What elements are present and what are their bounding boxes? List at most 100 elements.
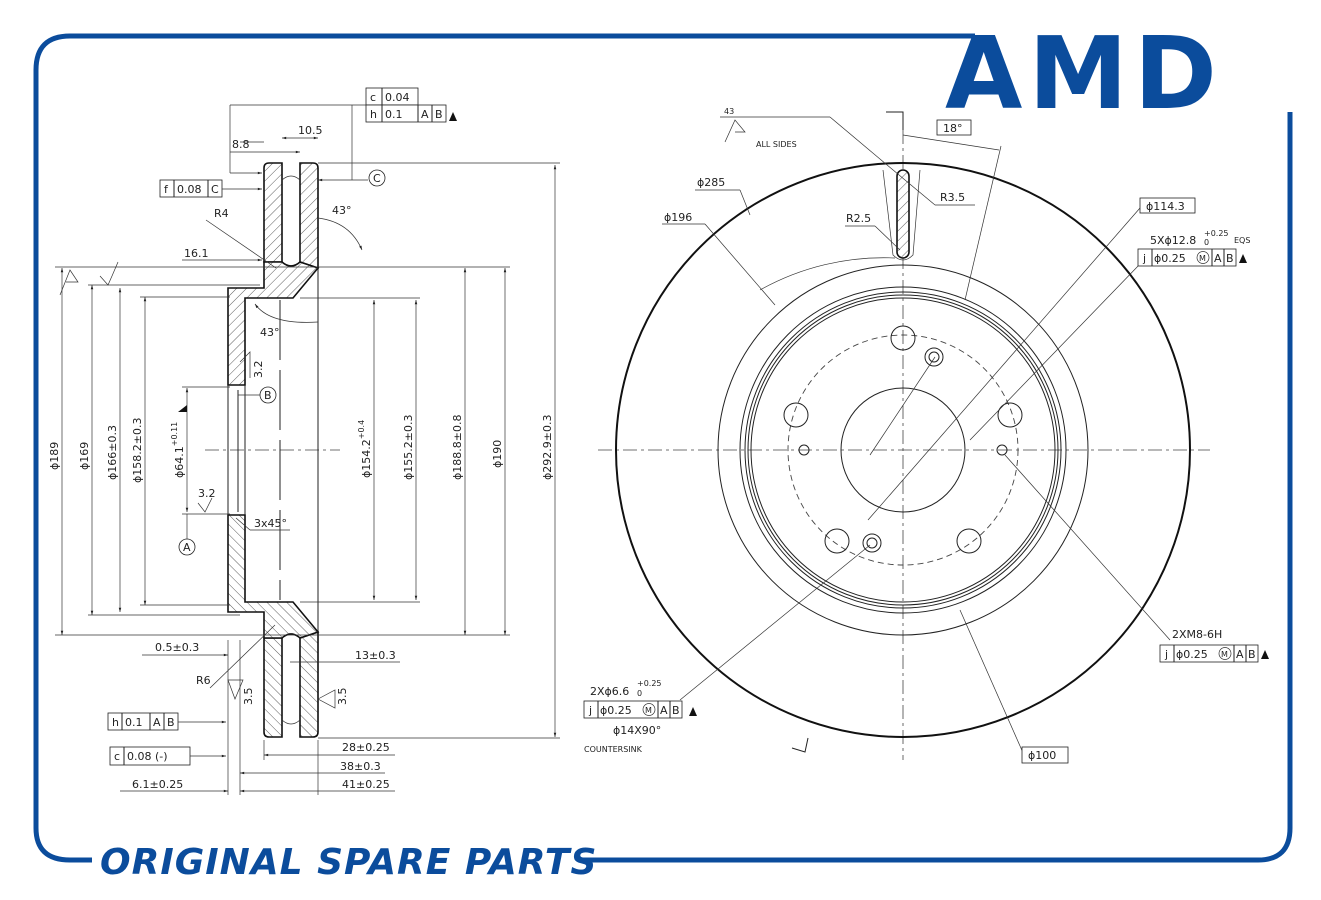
eqs-note: EQS (1234, 236, 1250, 245)
holes5-label: 5Xϕ12.8 (1150, 234, 1196, 247)
dim-r2-5: R2.5 (846, 212, 871, 225)
dim-13: 13±0.3 (355, 649, 396, 662)
svg-text:j: j (588, 704, 592, 717)
svg-text:h: h (370, 108, 377, 121)
roughness-symbols: 3.2 3.2 (59, 261, 265, 513)
roughness-3-5-right: 3.5 (336, 688, 349, 706)
svg-text:A: A (183, 541, 191, 554)
dim-d169: ϕ169 (78, 442, 91, 470)
svg-text:ϕ0.25: ϕ0.25 (600, 704, 632, 717)
holes2-label: 2Xϕ6.6 (590, 685, 629, 698)
datum-c: C (368, 169, 386, 187)
leader-lines (662, 116, 1171, 756)
fcf-parallelism: c 0.08 (-) (109, 746, 226, 766)
holes5-tol-up: +0.25 (1204, 229, 1229, 238)
dim-d154: ϕ154.2+0.4 (357, 420, 373, 478)
dim-d158: ϕ158.2±0.3 (131, 418, 144, 483)
svg-text:c: c (114, 750, 120, 763)
dim-41: 41±0.25 (342, 778, 390, 791)
svg-text:c: c (370, 91, 376, 104)
dim-10-5: 10.5 (298, 124, 323, 137)
dim-d285: ϕ285 (697, 176, 725, 189)
svg-text:A: A (153, 716, 161, 729)
rotor-section-top (227, 162, 320, 386)
svg-text:j: j (1142, 252, 1146, 265)
svg-text:0.08 (-): 0.08 (-) (127, 750, 168, 763)
rotor-outer-edge (615, 162, 1191, 738)
svg-text:0.1: 0.1 (125, 716, 143, 729)
svg-text:M: M (1221, 650, 1228, 659)
svg-text:C: C (373, 172, 381, 185)
svg-text:M: M (645, 706, 652, 715)
svg-text:0.08: 0.08 (177, 183, 202, 196)
section-view: ϕ189 ϕ169 ϕ166±0.3 ϕ158.2±0.3 ϕ64.1+0.11… (48, 87, 560, 795)
svg-text:B: B (672, 704, 680, 717)
svg-text:A: A (1214, 252, 1222, 265)
svg-text:3.2: 3.2 (198, 487, 216, 500)
amd-logo: AMD (945, 15, 1223, 132)
dim-d64: ϕ64.1+0.11 (170, 422, 186, 478)
svg-text:A: A (421, 108, 429, 121)
threads-label: 2XM8-6H (1172, 628, 1222, 641)
dim-r3-5: R3.5 (940, 191, 965, 204)
svg-text:B: B (167, 716, 175, 729)
dim-angle-2: 43° (260, 326, 280, 339)
dim-angle-1: 43° (332, 204, 352, 217)
dim-r4: R4 (214, 207, 229, 220)
svg-text:C: C (211, 183, 219, 196)
roughness-3-5-left: 3.5 (242, 688, 255, 706)
datum-b: B (238, 386, 277, 404)
dim-d190: ϕ190 (491, 440, 504, 468)
svg-text:0.1: 0.1 (385, 108, 403, 121)
svg-text:h: h (112, 716, 119, 729)
dim-38: 38±0.3 (340, 760, 381, 773)
dim-6-1: 6.1±0.25 (132, 778, 183, 791)
holes2-tol-up: +0.25 (637, 679, 662, 688)
dim-d196: ϕ196 (664, 211, 692, 224)
dim-0-5: 0.5±0.3 (155, 641, 199, 654)
dim-d114: ϕ114.3 (1146, 200, 1185, 213)
small-holes (798, 347, 1008, 553)
holes2-tol-lo: 0 (637, 689, 642, 698)
svg-text:A: A (660, 704, 668, 717)
roughness-43: 43 (724, 107, 734, 116)
dim-16-1: 16.1 (184, 247, 209, 260)
svg-text:ϕ0.25: ϕ0.25 (1154, 252, 1186, 265)
svg-text:B: B (264, 389, 272, 402)
all-sides-note: ALL SIDES (756, 140, 797, 149)
angle-18: 18° (943, 122, 963, 135)
dim-d155: ϕ155.2±0.3 (402, 415, 415, 480)
center-bore (840, 387, 966, 513)
svg-text:B: B (1248, 648, 1256, 661)
dim-28: 28±0.25 (342, 741, 390, 754)
svg-text:A: A (1236, 648, 1244, 661)
rotor-section-bottom (227, 514, 320, 738)
dim-d100: ϕ100 (1028, 749, 1056, 762)
dim-chamfer: 3x45° (254, 517, 287, 530)
front-view: 43 ALL SIDES 18° ϕ285 ϕ196 R3.5 R2.5 ϕ11… (583, 107, 1269, 764)
sheet-frame (33, 33, 1293, 863)
dim-r6: R6 (196, 674, 211, 687)
slot (882, 169, 921, 261)
svg-text:B: B (1226, 252, 1234, 265)
dim-d166: ϕ166±0.3 (106, 425, 119, 480)
svg-text:ϕ0.25: ϕ0.25 (1176, 648, 1208, 661)
datum-a: A (178, 514, 196, 556)
svg-text:3.2: 3.2 (252, 361, 265, 379)
svg-text:0.04: 0.04 (385, 91, 410, 104)
countersink-dim: ϕ14X90° (613, 724, 661, 737)
svg-text:B: B (435, 108, 443, 121)
countersink-note: COUNTERSINK (584, 745, 643, 754)
dim-8-8: 8.8 (232, 138, 250, 151)
diameter-labels: ϕ189 ϕ169 ϕ166±0.3 ϕ158.2±0.3 ϕ64.1+0.11… (48, 415, 554, 483)
tagline: ORIGINAL SPARE PARTS (100, 842, 597, 883)
svg-text:M: M (1199, 254, 1206, 263)
